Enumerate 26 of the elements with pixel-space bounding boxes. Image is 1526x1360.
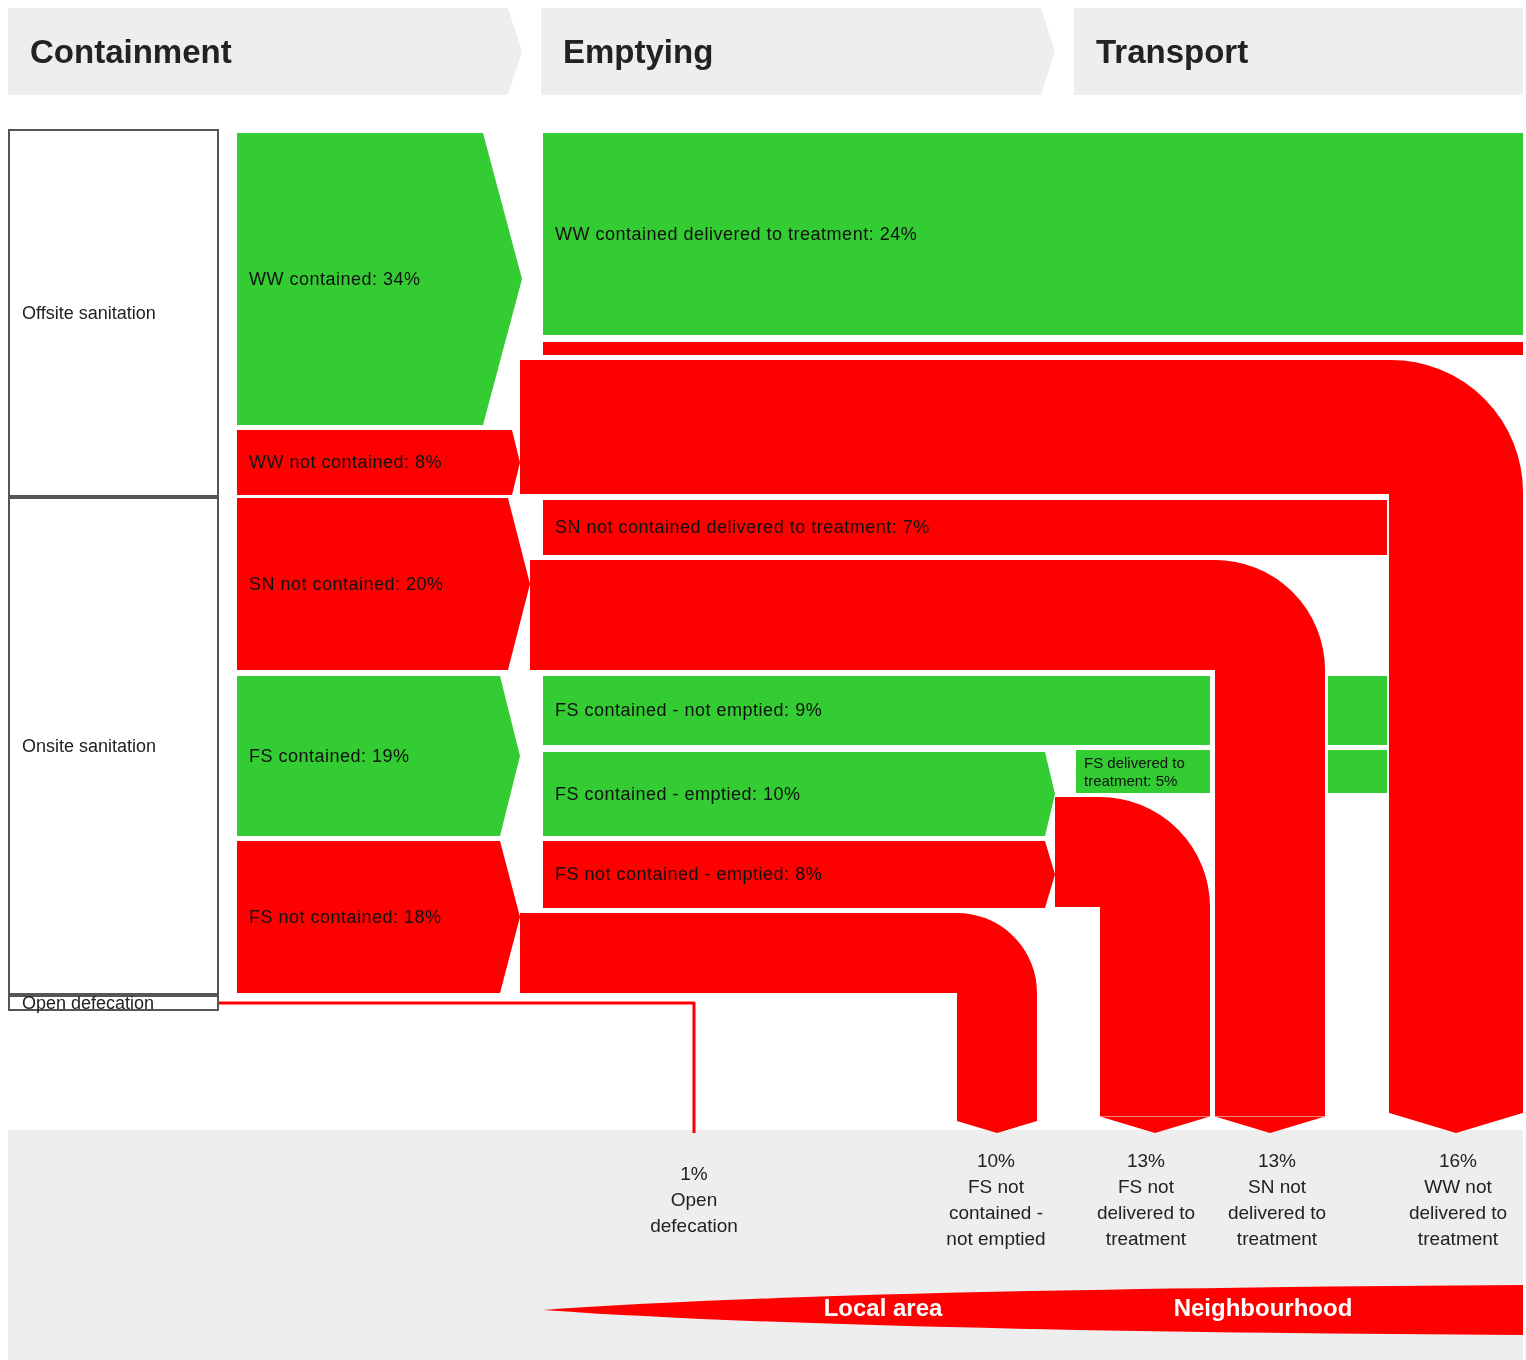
outcome-text: 10% FS not contained - not emptied	[940, 1135, 1052, 1265]
flow-bar: FS delivered to treatment: 5%	[1076, 750, 1210, 793]
outcome-text: 16% WW not delivered to treatment	[1402, 1135, 1514, 1265]
category-box: Offsite sanitation	[8, 129, 219, 497]
flow-segment: FS contained - emptied: 10%	[543, 752, 1055, 836]
flow-band	[530, 560, 1325, 1133]
category-box: Open defecation	[8, 995, 219, 1011]
flow-bar: WW contained delivered to treatment: 24%	[543, 133, 1523, 335]
outcome-text: 13% SN not delivered to treatment	[1221, 1135, 1333, 1265]
stage-banner: Transport	[1074, 8, 1523, 95]
flow-segment: FS not contained - emptied: 8%	[543, 841, 1055, 908]
flow-segment: FS contained: 19%	[237, 676, 520, 836]
flow-segment: SN not contained: 20%	[237, 498, 530, 670]
stage-banner: Emptying	[541, 8, 1055, 95]
stage-banner: Containment	[8, 8, 522, 95]
category-box: Onsite sanitation	[8, 497, 219, 995]
outcome-text: 13% FS not delivered to treatment	[1090, 1135, 1202, 1265]
flow-bar: FS contained - not emptied: 9%	[543, 676, 1210, 745]
outcome-text: 1% Open defecation	[630, 1135, 758, 1265]
flow-segment: FS not contained: 18%	[237, 841, 520, 993]
flow-line	[219, 1001, 696, 1133]
flow-bar: SN not contained delivered to treatment: 7%	[543, 500, 1387, 555]
flow-segment: WW contained: 34%	[237, 133, 522, 425]
flow-band	[520, 913, 1037, 1133]
flow-band	[520, 360, 1523, 1133]
flow-segment: WW not contained: 8%	[237, 430, 520, 495]
